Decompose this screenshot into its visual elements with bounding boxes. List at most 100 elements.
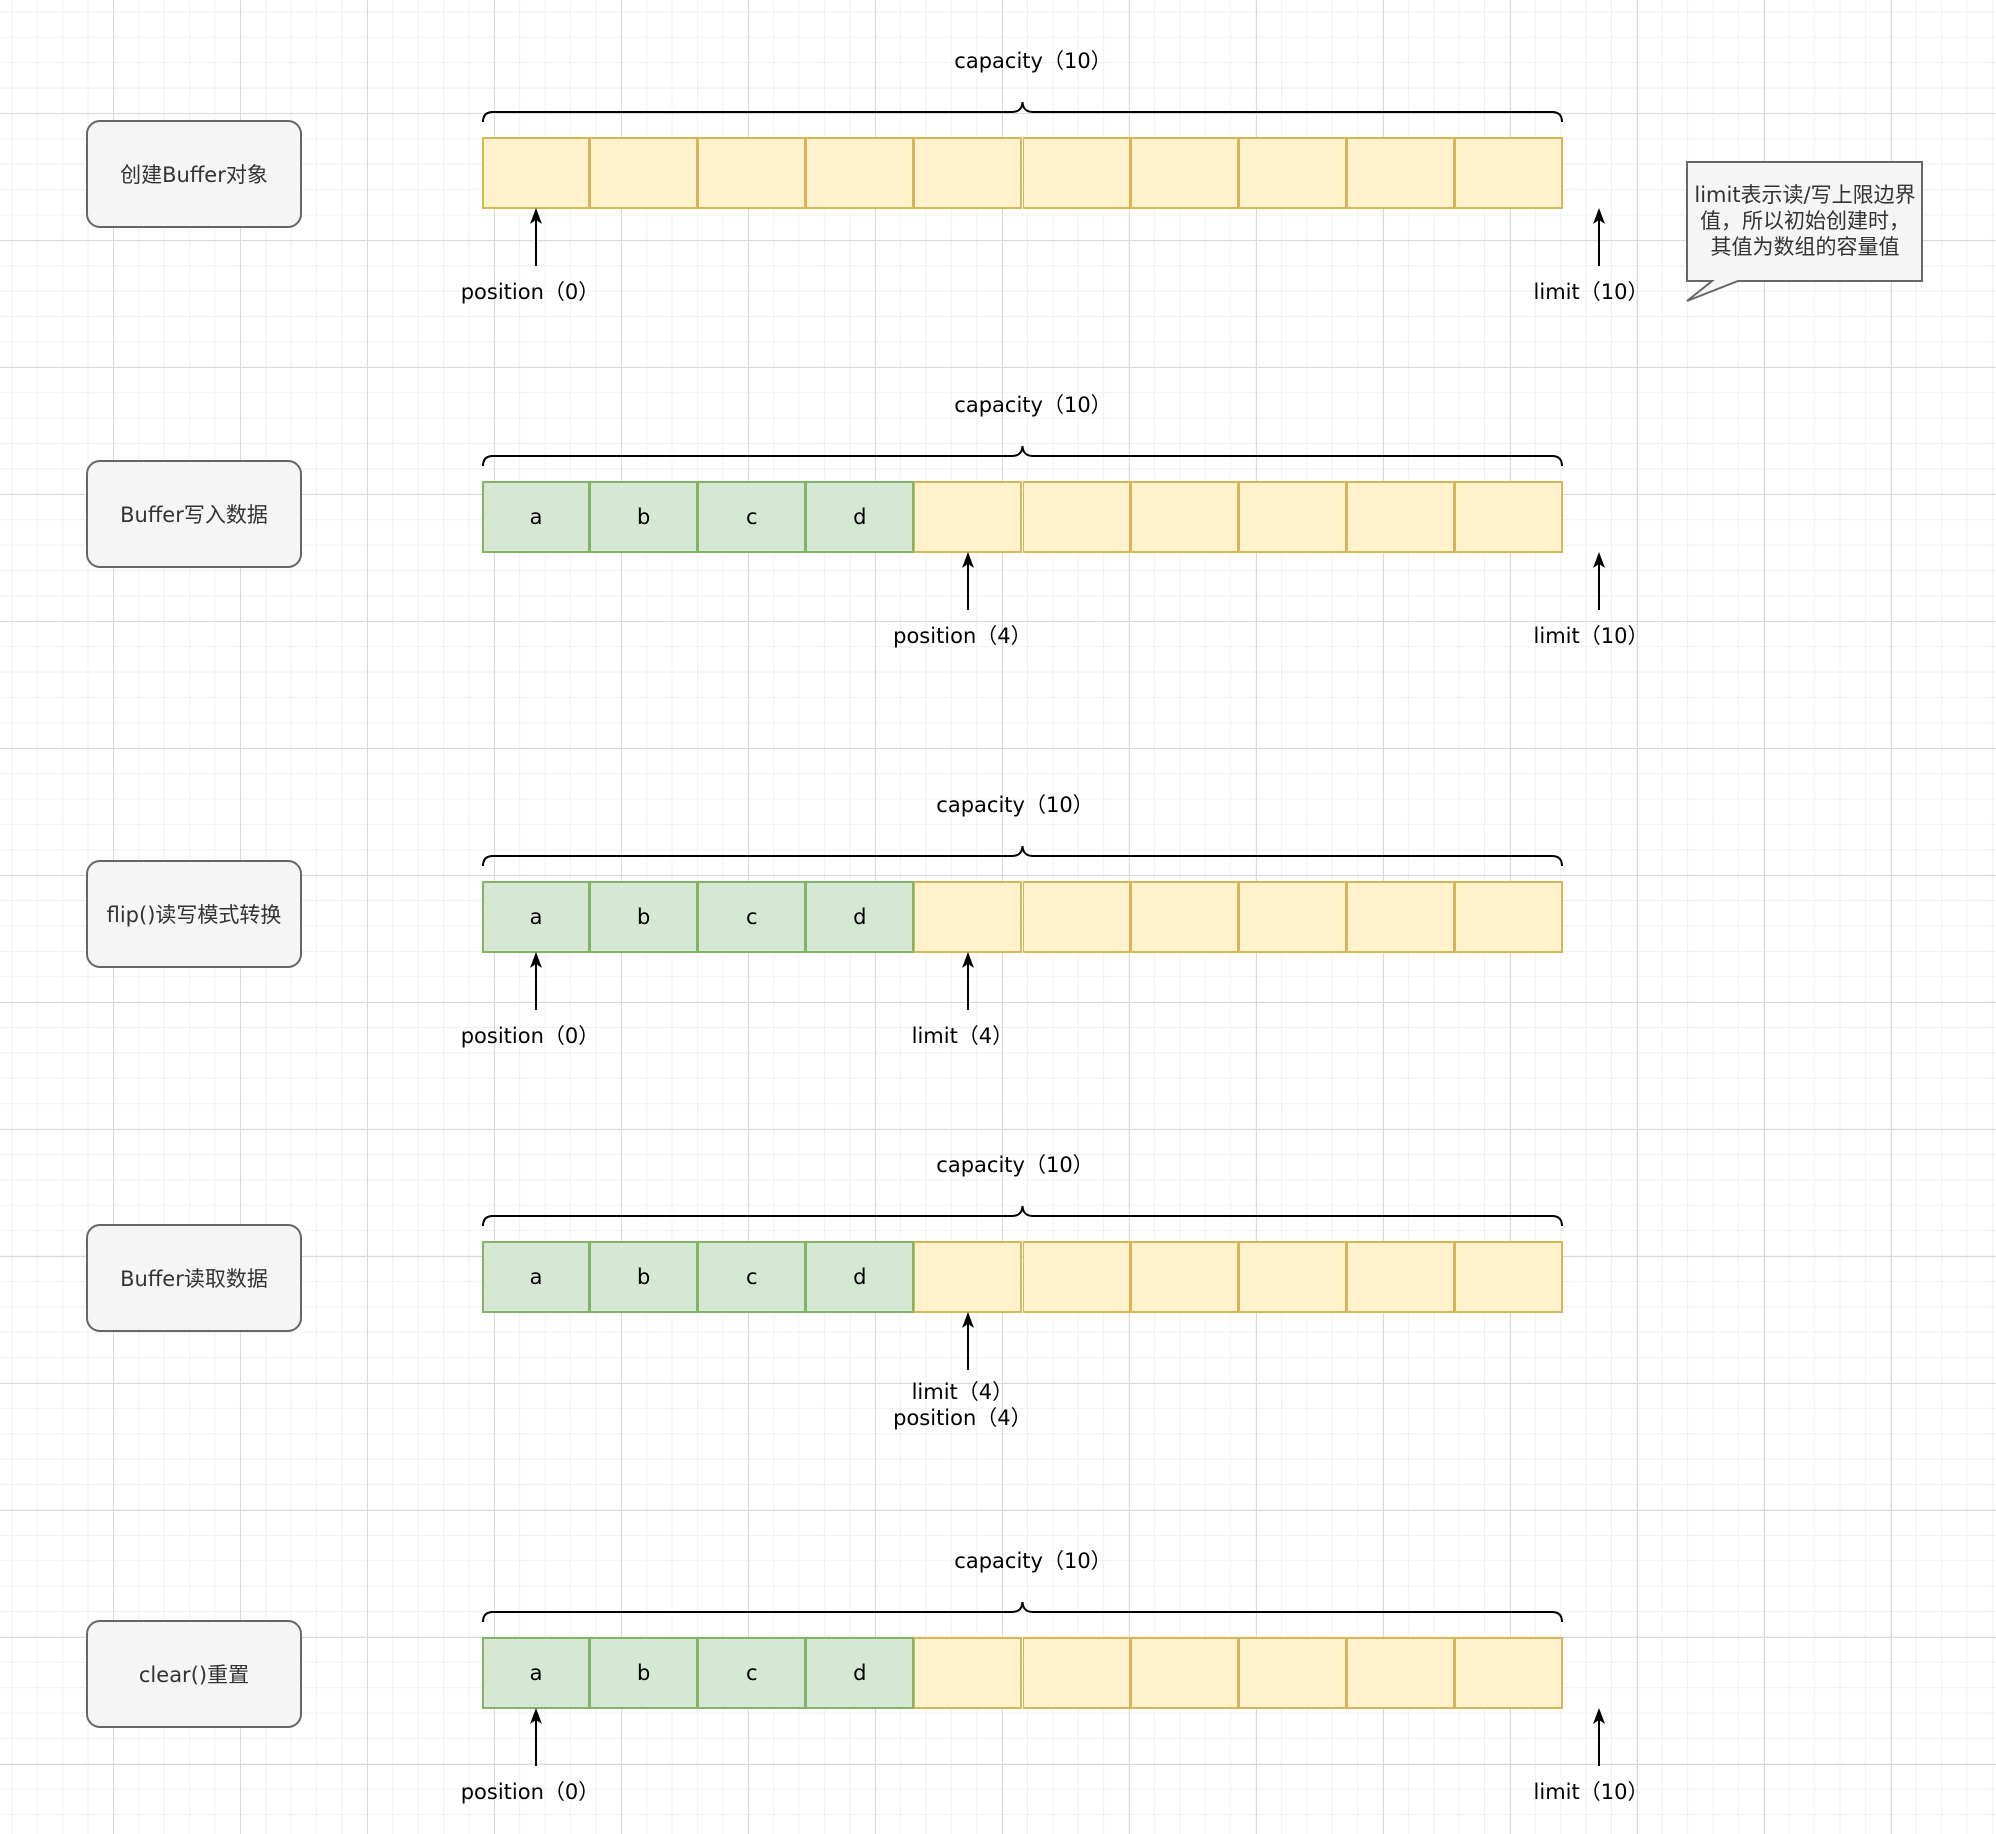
pointer-arrow [962,952,975,1010]
buffer-cell [914,137,1023,209]
pointer-arrow [530,208,542,266]
note-text: limit表示读/写上限边界 值，所以初始创建时， 其值为数组的容量值 [1688,182,1922,260]
pointer-label-line: limit（10） [1533,624,1649,648]
buffer-cell [1022,137,1131,209]
pointer-label-line: position（0） [460,1024,600,1048]
stage-title-box: Buffer写入数据 [86,460,302,568]
capacity-brace [482,1601,1563,1623]
buffer-array [482,137,1563,209]
buffer-cell: a [482,1637,591,1709]
pointer-label-line: limit（4） [911,1024,1014,1048]
pointer-arrow [1593,1708,1605,1766]
buffer-cell: d [806,1637,915,1709]
pointer-label-line: position（4） [893,624,1032,648]
buffer-cell: d [806,881,915,953]
buffer-cell: b [590,1637,699,1709]
note-callout [1686,161,1923,302]
buffer-cell [482,137,591,209]
stage-title-box: flip()读写模式转换 [86,860,302,968]
capacity-brace [482,1205,1563,1227]
pointer-label: limit（4）position（4） [893,1379,1032,1431]
pointer-arrow [962,1312,975,1370]
buffer-cell [1238,1241,1347,1313]
buffer-cell: c [698,1637,807,1709]
buffer-cell [1454,1241,1563,1313]
pointer-label-line: limit（10） [1533,1780,1649,1804]
buffer-cell [1346,137,1455,209]
pointer-arrow [1593,208,1605,266]
buffer-cell: a [482,481,591,553]
buffer-cell [590,137,699,209]
buffer-cell [1454,481,1563,553]
buffer-cell [1454,881,1563,953]
pointer-label: position（0） [461,1779,600,1805]
buffer-cell: b [590,481,699,553]
buffer-cell [914,1637,1023,1709]
buffer-cell [1130,1241,1239,1313]
buffer-cell [1130,881,1239,953]
buffer-cell: c [698,481,807,553]
buffer-cell [1130,137,1239,209]
stage-title-box: 创建Buffer对象 [86,120,302,228]
buffer-cell [914,1241,1023,1313]
buffer-cell [1454,137,1563,209]
pointer-label: limit（10） [1534,1779,1649,1805]
buffer-cell [1238,881,1347,953]
pointer-label-line: position（0） [460,280,600,304]
buffer-cell [914,481,1023,553]
buffer-cell [914,881,1023,953]
buffer-cell [1130,481,1239,553]
buffer-cell [806,137,915,209]
buffer-cell [1346,881,1455,953]
pointer-label: position（0） [461,1023,600,1049]
buffer-cell [1130,1637,1239,1709]
buffer-cell [1022,1241,1131,1313]
buffer-cell: c [698,1241,807,1313]
capacity-label: capacity（10） [954,1549,1112,1573]
capacity-label: capacity（10） [954,393,1112,417]
pointer-arrow [962,552,975,610]
buffer-cell [1022,1637,1131,1709]
buffer-cell [1238,481,1347,553]
buffer-cell [1238,1637,1347,1709]
buffer-cell: b [590,881,699,953]
buffer-cell [1022,881,1131,953]
buffer-cell: d [806,481,915,553]
capacity-brace [482,445,1563,467]
buffer-cell: d [806,1241,915,1313]
buffer-cell: a [482,1241,591,1313]
capacity-label: capacity（10） [954,49,1112,73]
buffer-cell [1346,1637,1455,1709]
note-line: 其值为数组的容量值 [1710,235,1900,259]
stage-title-box: clear()重置 [86,1620,302,1728]
buffer-cell: b [590,1241,699,1313]
capacity-label: capacity（10） [936,1153,1094,1177]
pointer-label: position（4） [893,623,1032,649]
capacity-label: capacity（10） [936,793,1094,817]
capacity-brace [482,101,1563,123]
buffer-cell [1346,1241,1455,1313]
pointer-label-line: limit（10） [1533,280,1649,304]
note-line: limit表示读/写上限边界 [1694,183,1916,207]
buffer-cell [1454,1637,1563,1709]
buffer-cell: c [698,881,807,953]
pointer-label-line: position（4） [893,1406,1032,1430]
stage-title-box: Buffer读取数据 [86,1224,302,1332]
pointer-label: limit（10） [1534,623,1649,649]
buffer-cell [698,137,807,209]
buffer-cell [1022,481,1131,553]
pointer-label: limit（10） [1534,279,1649,305]
pointer-label: limit（4） [912,1023,1014,1049]
buffer-cell: a [482,881,591,953]
capacity-brace [482,845,1563,867]
pointer-arrow [1593,552,1605,610]
pointer-label: position（0） [461,279,600,305]
pointer-arrow [530,1708,542,1766]
buffer-cell [1346,481,1455,553]
pointer-label-line: position（0） [460,1780,600,1804]
